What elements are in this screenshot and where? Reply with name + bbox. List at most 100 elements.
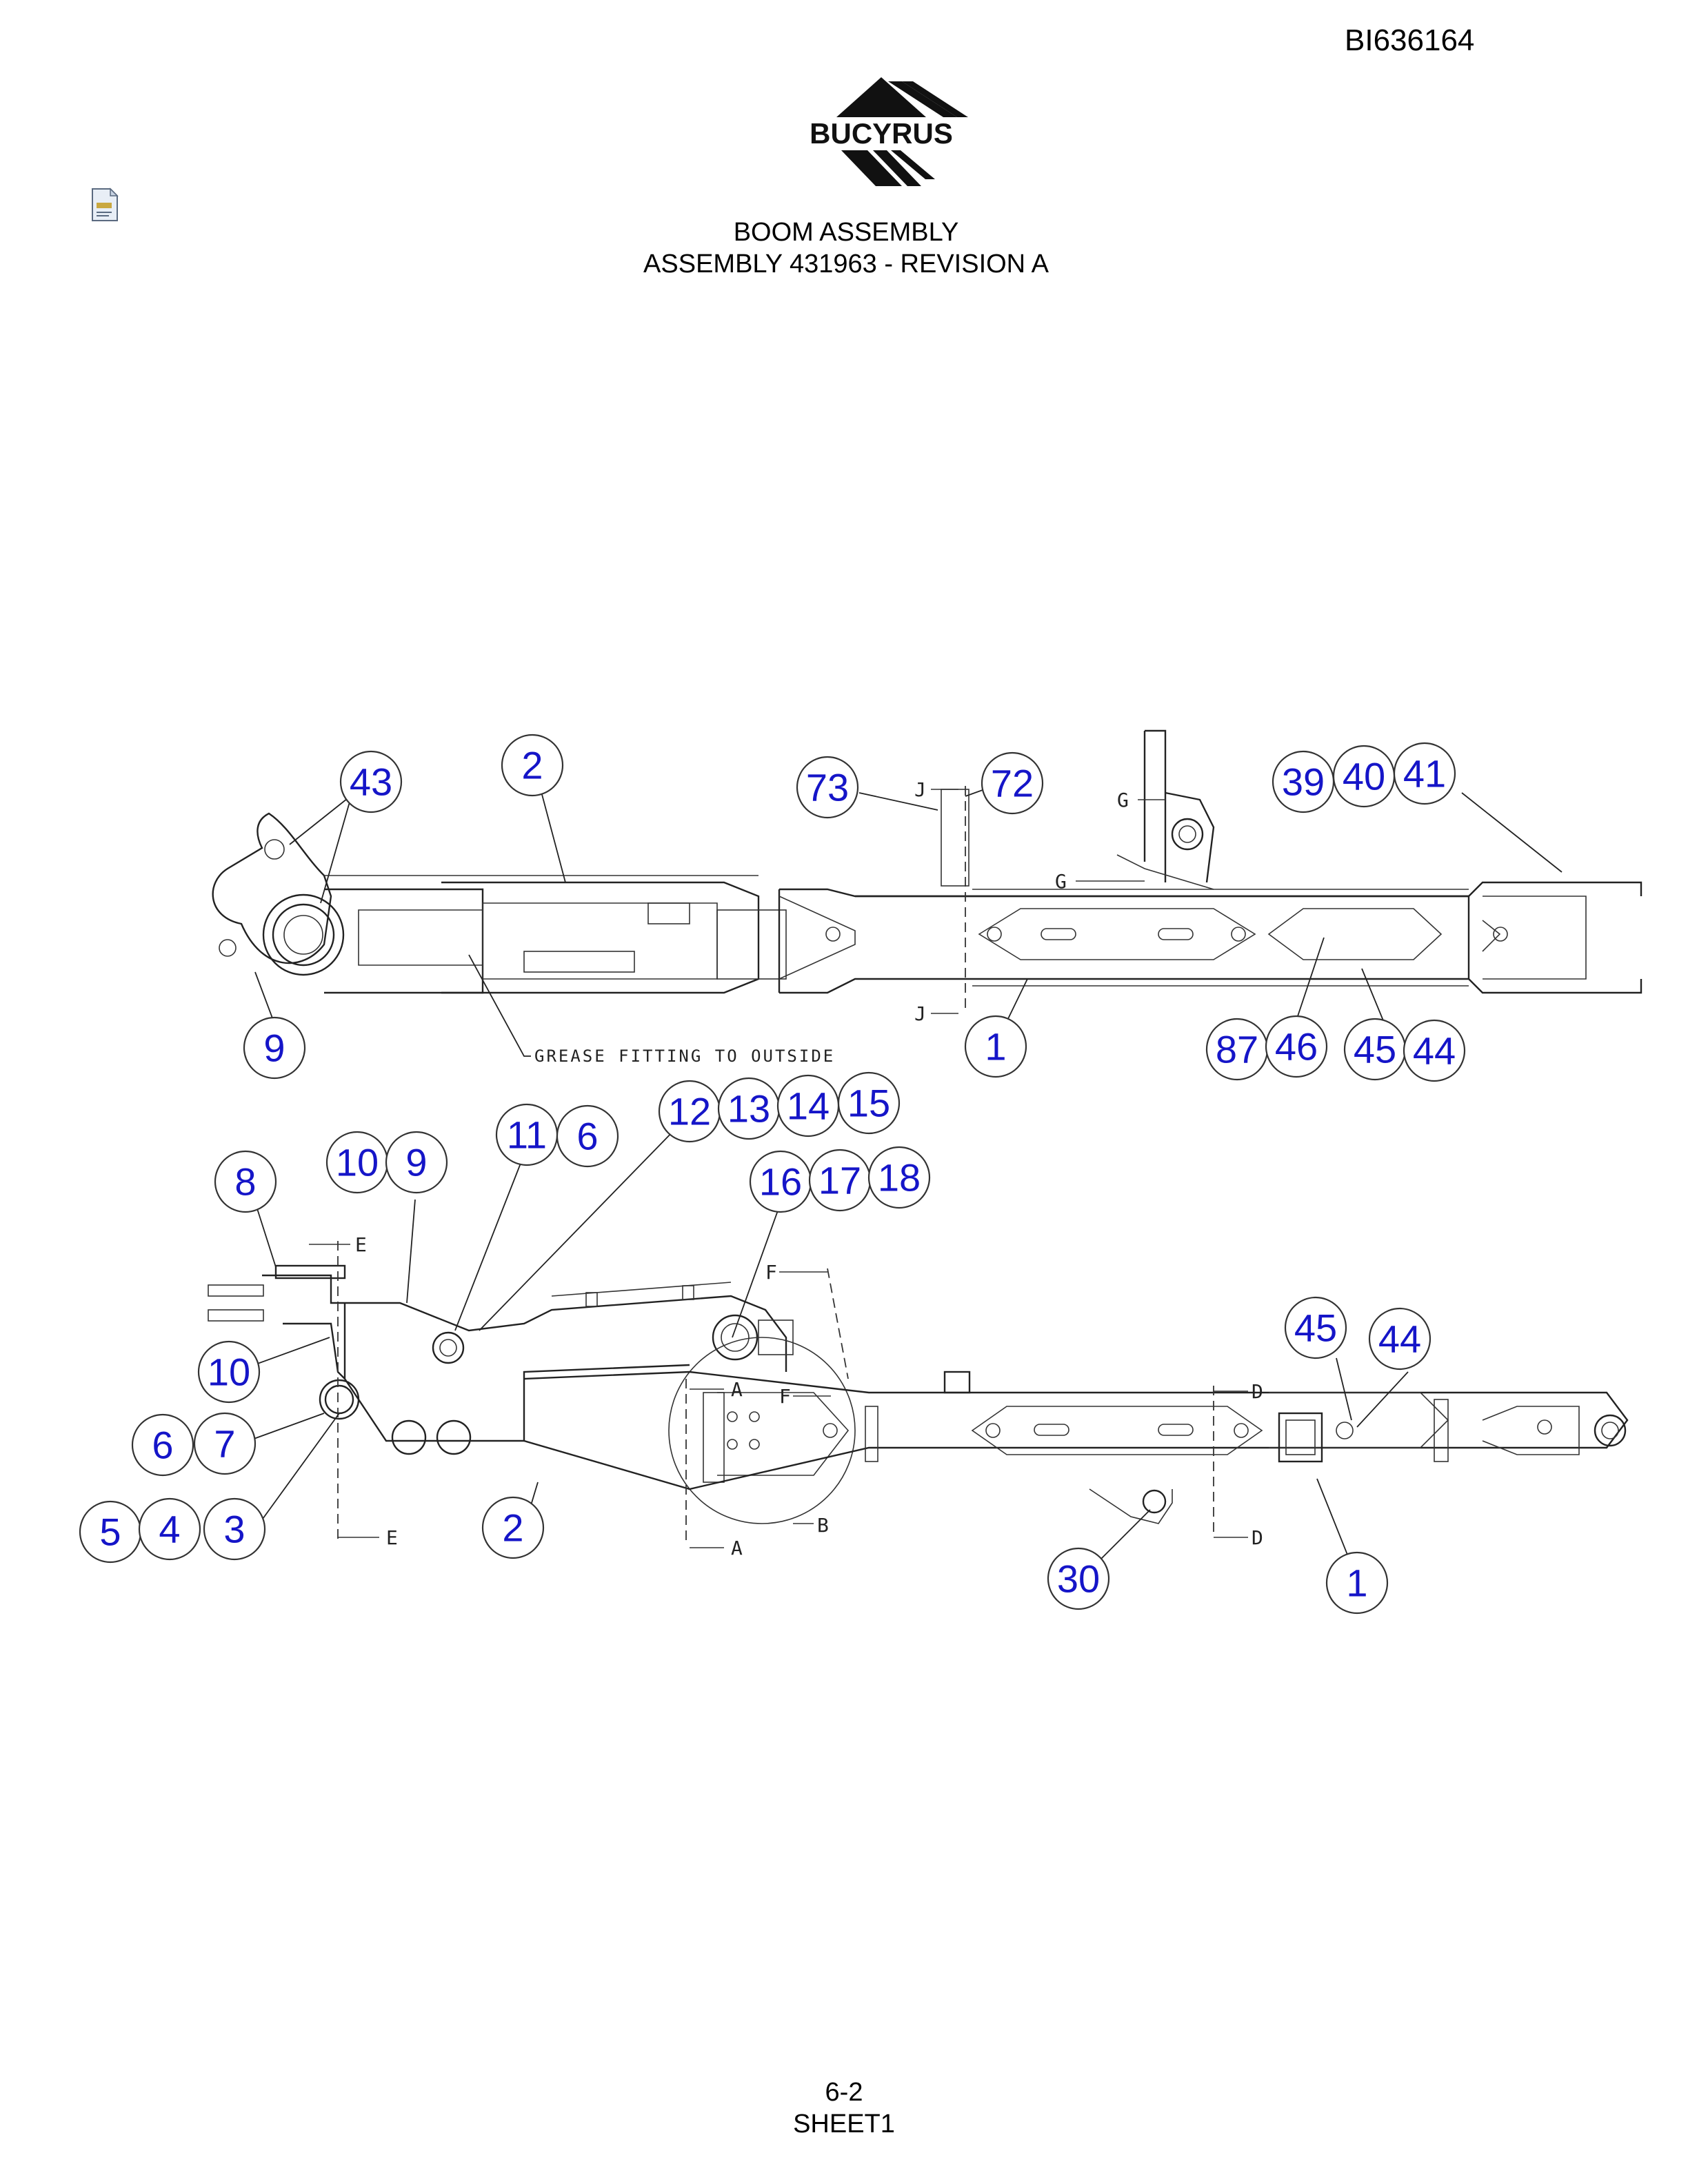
callout-number: 16: [759, 1160, 802, 1204]
callout-number: 1: [1346, 1561, 1367, 1605]
section-label: D: [1252, 1380, 1263, 1403]
callouts-bottom: 12 13 14 15 11 6 10 9 8 16 17 18 10 45 4…: [79, 1071, 1431, 1615]
callout-balloon[interactable]: 9: [243, 1016, 306, 1080]
callout-balloon[interactable]: 10: [325, 1131, 389, 1194]
callout-number: 7: [214, 1422, 235, 1466]
callout-number: 15: [847, 1082, 890, 1125]
callout-number: 13: [727, 1087, 770, 1131]
section-label: E: [386, 1526, 398, 1549]
section-label: G: [1117, 789, 1129, 811]
callout-balloon[interactable]: 18: [867, 1146, 931, 1209]
callout-balloon[interactable]: 44: [1403, 1019, 1466, 1082]
section-label: A: [731, 1378, 743, 1401]
callouts-top: 43 2 73 72 39 40 41 9 1 87 46 45 44: [243, 734, 1466, 1082]
title-line-1: BOOM ASSEMBLY: [733, 218, 959, 247]
callout-number: 40: [1343, 755, 1385, 798]
callout-balloon[interactable]: 15: [837, 1071, 901, 1135]
callout-number: 2: [521, 744, 543, 787]
callout-balloon[interactable]: 45: [1284, 1296, 1347, 1359]
callout-balloon[interactable]: 46: [1265, 1015, 1328, 1078]
section-label: G: [1055, 870, 1067, 893]
callout-balloon[interactable]: 12: [658, 1080, 721, 1143]
callout-number: 5: [99, 1510, 121, 1554]
callout-number: 12: [668, 1090, 711, 1133]
drawing-title: BOOM ASSEMBLY ASSEMBLY 431963 - REVISION…: [0, 216, 1688, 280]
page-footer: 6-2 SHEET1: [0, 2076, 1688, 2140]
logo-wordmark: BUCYRUS: [810, 117, 953, 150]
section-label: E: [355, 1233, 367, 1256]
grease-fitting-note: GREASE FITTING TO OUTSIDE: [534, 1046, 835, 1066]
section-label: B: [817, 1514, 829, 1537]
boom-top-view: J J G G GREASE FITTING TO OUTSIDE: [212, 729, 1642, 1066]
callout-number: 10: [336, 1141, 379, 1184]
callout-number: 30: [1057, 1557, 1100, 1601]
callout-balloon[interactable]: 9: [385, 1131, 448, 1194]
callout-balloon[interactable]: 44: [1368, 1307, 1431, 1371]
callout-number: 9: [263, 1027, 285, 1070]
callout-number: 45: [1294, 1306, 1337, 1350]
page-number: 6-2: [825, 2078, 863, 2107]
callout-number: 14: [787, 1084, 830, 1128]
callout-number: 11: [507, 1113, 547, 1157]
title-line-2: ASSEMBLY 431963 - REVISION A: [643, 250, 1049, 279]
callout-number: 73: [806, 766, 849, 809]
callout-number: 8: [234, 1160, 256, 1204]
section-label: J: [914, 1002, 926, 1025]
callout-balloon[interactable]: 73: [796, 756, 859, 819]
callout-number: 17: [818, 1159, 861, 1202]
callout-balloon[interactable]: 13: [717, 1077, 781, 1140]
callout-number: 4: [159, 1508, 180, 1551]
callout-number: 39: [1282, 760, 1325, 804]
document-file-icon[interactable]: [90, 188, 120, 222]
boom-bottom-view: E E F F A A B D D: [208, 1233, 1629, 1559]
callout-balloon[interactable]: 8: [214, 1150, 277, 1213]
section-label: A: [731, 1537, 743, 1559]
callout-balloon[interactable]: 3: [203, 1497, 266, 1561]
callout-balloon[interactable]: 40: [1332, 745, 1396, 808]
callout-number: 87: [1216, 1028, 1258, 1071]
callout-number: 44: [1413, 1029, 1456, 1073]
callout-balloon[interactable]: 1: [1325, 1551, 1389, 1615]
section-label: J: [914, 778, 926, 801]
callout-number: 6: [152, 1424, 173, 1467]
callout-balloon[interactable]: 4: [138, 1497, 201, 1561]
callout-balloon[interactable]: 2: [481, 1496, 545, 1559]
sheet-label: SHEET1: [793, 2110, 895, 2138]
callout-number: 41: [1403, 752, 1446, 796]
callout-number: 44: [1378, 1317, 1421, 1361]
callout-balloon[interactable]: 87: [1205, 1018, 1269, 1081]
callout-balloon[interactable]: 45: [1343, 1018, 1407, 1081]
callout-number: 46: [1275, 1025, 1318, 1069]
callout-balloon[interactable]: 14: [776, 1074, 840, 1138]
callout-number: 2: [502, 1506, 523, 1550]
callout-number: 43: [350, 760, 392, 804]
callout-number: 9: [405, 1141, 427, 1184]
document-id: BI636164: [1345, 23, 1475, 57]
callout-balloon[interactable]: 43: [339, 750, 403, 813]
callout-balloon[interactable]: 39: [1272, 750, 1335, 813]
callout-balloon[interactable]: 2: [501, 734, 564, 797]
callout-balloon[interactable]: 5: [79, 1500, 142, 1564]
callout-number: 3: [223, 1508, 245, 1551]
callout-balloon[interactable]: 6: [131, 1413, 194, 1477]
callout-balloon[interactable]: 72: [981, 751, 1044, 815]
callout-number: 10: [208, 1351, 250, 1394]
callout-number: 6: [576, 1115, 598, 1158]
callout-balloon[interactable]: 16: [749, 1150, 812, 1213]
section-label: F: [779, 1385, 791, 1408]
callout-number: 18: [878, 1156, 921, 1200]
callout-balloon[interactable]: 6: [556, 1104, 619, 1168]
callout-number: 1: [985, 1025, 1006, 1069]
callout-balloon[interactable]: 30: [1047, 1547, 1110, 1610]
callout-balloon[interactable]: 10: [197, 1340, 261, 1404]
callout-number: 72: [991, 762, 1034, 805]
bucyrus-logo: BUCYRUS: [810, 77, 968, 186]
section-label: D: [1252, 1526, 1263, 1549]
callout-balloon[interactable]: 1: [964, 1015, 1027, 1078]
callout-balloon[interactable]: 7: [193, 1412, 257, 1475]
callout-balloon[interactable]: 11: [495, 1103, 559, 1166]
callout-balloon[interactable]: 17: [808, 1149, 872, 1212]
callout-balloon[interactable]: 41: [1393, 742, 1456, 805]
section-label: F: [765, 1261, 777, 1284]
